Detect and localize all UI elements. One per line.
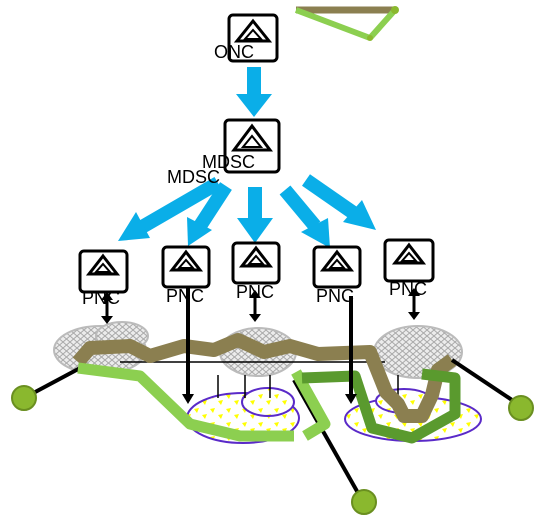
endpoint-right [508,395,534,421]
pnc-label: PNC [236,282,274,302]
triangle-in-square-icon [238,245,274,268]
service-path-olive [72,333,457,423]
pnc-label: PNC [82,288,120,308]
arrow-onc-to-mdsc [236,67,272,117]
mdsc-side-label: MDSC [167,167,220,187]
triangle-in-square-icon [319,249,355,272]
arrow-mdsc-to-pnc-1 [118,176,222,241]
top-link-triangle [294,6,399,41]
southbound-links [101,288,420,404]
service-path-dark-green [301,368,461,444]
arrow-mdsc-to-pnc-2 [187,182,232,246]
endpoints [11,385,534,515]
triangle-in-square-icon [391,242,427,265]
controller-pnc-4: PNC [312,245,362,306]
triangle-in-square-icon [231,123,273,152]
endpoint-left [11,385,37,411]
arrow-mdsc-to-pnc-3 [237,187,273,243]
controller-pnc-5: PNC [383,238,435,299]
controller-pnc-3: PNC [231,241,281,302]
service-path-light-green [77,362,331,442]
controller-pnc-1: PNC [78,249,129,308]
controller-mdsc: MDSC MDSC [167,118,281,187]
pnc-label: PNC [166,286,204,306]
pnc-label: PNC [389,279,427,299]
endpoint-bottom [351,489,377,515]
arrow-mdsc-to-pnc-4 [279,185,330,248]
triangle-in-square-icon [85,253,121,276]
controller-pnc-2: PNC [161,245,211,306]
control-arrows [118,67,376,248]
triangle-in-square-icon [168,249,204,272]
triangle-in-square-icon [233,18,273,43]
arrow-mdsc-to-pnc-5 [302,174,376,230]
pnc-label: PNC [316,286,354,306]
controller-onc: ONC [214,13,279,63]
onc-label: ONC [214,42,254,62]
mdsc-label: MDSC [202,152,255,172]
